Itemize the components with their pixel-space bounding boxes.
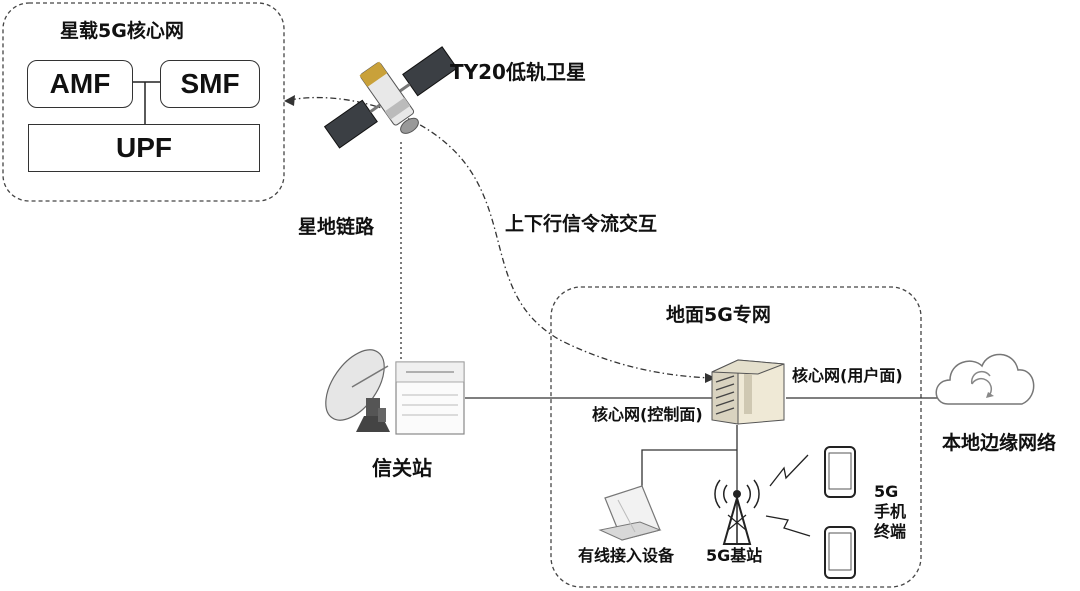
satellite-ground-link-label: 星地链路 [298,216,375,238]
gateway-device-icon [395,361,465,435]
ground-network-group-border [550,286,922,588]
core-user-plane-label: 核心网(用户面) [792,366,903,385]
wireless-signal-icon [765,454,811,537]
arrow-head-left-icon [284,95,295,106]
core-access-links [641,425,738,498]
gateway-label: 信关站 [372,456,432,480]
smf-box: SMF [160,60,260,108]
ground-network-group-title: 地面5G专网 [666,304,771,326]
wired-access-label: 有线接入设备 [578,546,675,565]
edge-network-label: 本地边缘网络 [942,432,1057,454]
base-station-tower-icon [714,479,760,545]
core-connector [133,81,162,124]
cloud-icon [935,353,1035,405]
satellite-dish-icon [325,349,390,432]
satellite-icon [323,46,458,149]
core-control-plane-label: 核心网(控制面) [592,405,703,424]
phone-icon [824,526,856,579]
upf-box: UPF [28,124,260,172]
terminal-label-line2: 手机 [874,502,907,521]
core-network-group-border [2,2,285,202]
terminal-label-line1: 5G [874,482,899,501]
terminal-label-line3: 终端 [874,522,907,541]
base-station-label: 5G基站 [706,546,763,565]
wired-access-device-icon [598,485,662,541]
core-network-group-title: 星载5G核心网 [60,20,184,42]
satellite-label: TY20低轨卫星 [450,60,586,84]
arrow-head-right-icon [705,373,716,383]
amf-box: AMF [27,60,133,108]
phone-icon [824,446,856,498]
signaling-link [284,95,716,383]
server-icon [711,359,785,425]
signaling-link-label: 上下行信令流交互 [505,213,658,235]
